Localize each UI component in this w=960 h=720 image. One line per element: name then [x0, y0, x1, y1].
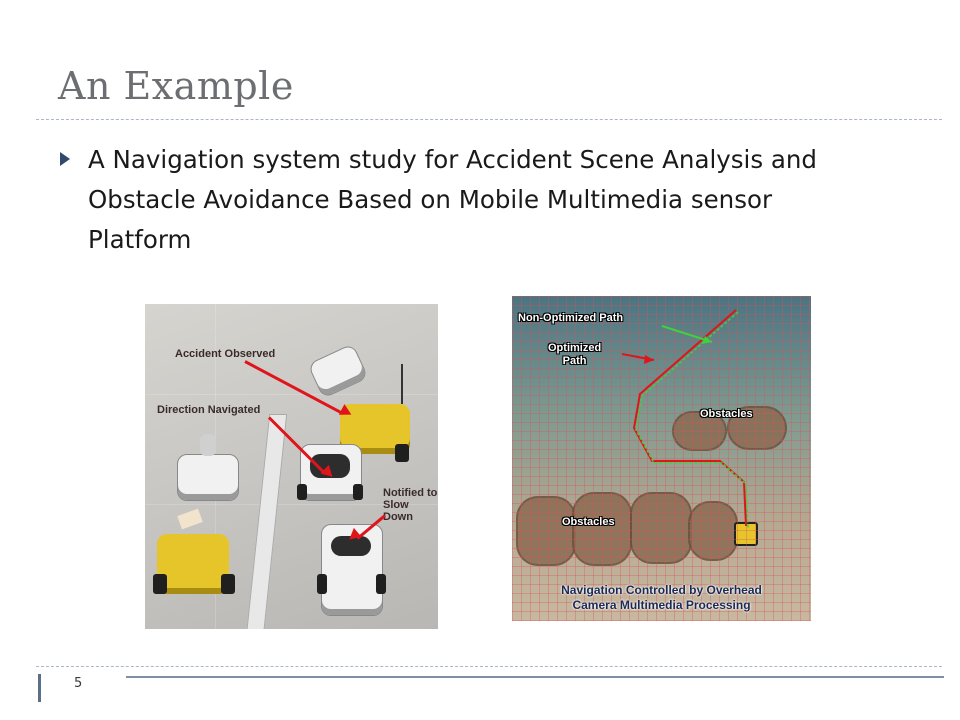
robots-photo: Accident Observed Direction Navigated No…	[145, 304, 438, 629]
non-optimized-path-line	[635, 311, 749, 529]
slide-title: An Example	[58, 64, 294, 108]
obstacle-bottom-2	[572, 492, 632, 566]
non-optimized-arrow	[661, 325, 713, 343]
label-obstacles-bottom: Obstacles	[562, 516, 615, 528]
optimized-arrowhead	[644, 355, 654, 364]
non-optimized-arrowhead	[702, 336, 712, 344]
label-non-optimized-path: Non-Optimized Path	[518, 312, 624, 324]
map-caption: Navigation Controlled by Overhead Camera…	[561, 583, 762, 612]
obstacle-bottom-4	[688, 501, 738, 561]
footer-accent-bar	[38, 674, 41, 702]
title-divider	[36, 119, 942, 120]
obstacle-bottom-3	[630, 492, 692, 564]
label-obstacles-top: Obstacles	[700, 408, 753, 420]
obstacle-bottom-1	[516, 496, 576, 566]
label-accident-observed: Accident Observed	[175, 348, 276, 360]
bullet-text: A Navigation system study for Accident S…	[88, 145, 817, 254]
footer-rule	[126, 676, 944, 678]
path-overlay	[621, 309, 749, 529]
obstacle-top-2	[727, 406, 787, 450]
label-notified-to-slow-down: Notified to Slow Down	[383, 487, 438, 523]
label-direction-navigated: Direction Navigated	[157, 404, 261, 416]
navigation-map-photo: Non-Optimized Path Optimized Path Obstac…	[512, 296, 811, 621]
bullet-arrow-icon	[60, 152, 70, 166]
footer-divider	[36, 666, 942, 667]
obstacle-top-1	[672, 411, 727, 451]
page-number: 5	[74, 676, 83, 691]
floor-rail	[244, 414, 288, 629]
grid-overlay	[512, 296, 811, 621]
label-optimized-path: Optimized Path	[548, 342, 602, 367]
